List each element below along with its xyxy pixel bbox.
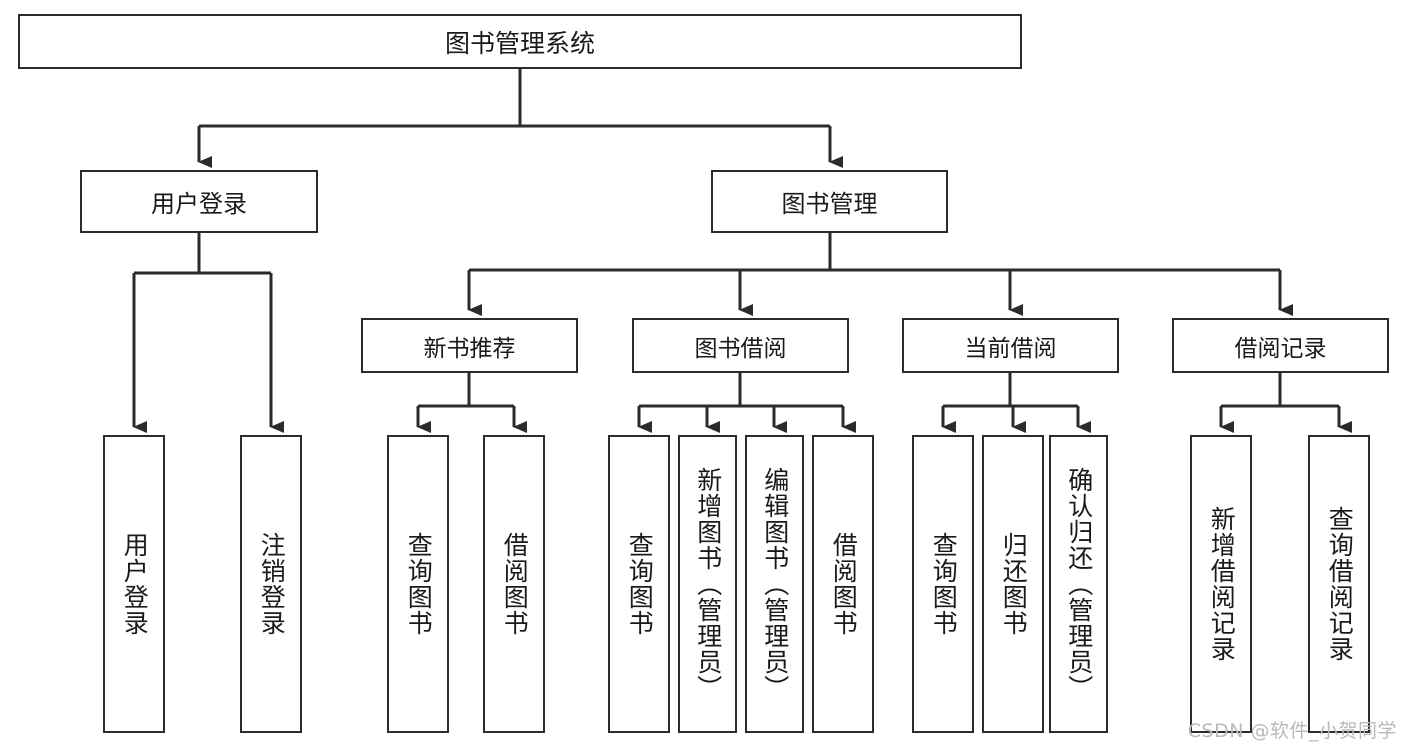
node-label: 图书管理 (781, 190, 878, 218)
node-label: 当前借阅 (964, 335, 1057, 362)
node-leaf-return-book[interactable]: 归还图书 (982, 435, 1044, 733)
node-leaf-logout[interactable]: 注销登录 (240, 435, 302, 733)
node-label: 新增借阅记录 (1207, 506, 1237, 662)
node-leaf-add-book-admin[interactable]: 新增图书（管理员） (678, 435, 737, 733)
node-label: 新增图书（管理员） (693, 467, 723, 701)
node-leaf-query-borrow-record[interactable]: 查询借阅记录 (1308, 435, 1370, 733)
node-label: 确认归还（管理员） (1064, 467, 1094, 701)
node-leaf-borrow-book[interactable]: 借阅图书 (812, 435, 874, 733)
node-label: 查询借阅记录 (1325, 506, 1355, 662)
csdn-watermark: CSDN @软件_小贺同学 (1187, 720, 1397, 742)
node-level2-user-login[interactable]: 用户登录 (80, 170, 318, 233)
node-label: 借阅图书 (500, 532, 530, 636)
node-label: 查询图书 (929, 532, 959, 636)
node-label: 用户登录 (120, 532, 150, 636)
node-label: 新书推荐 (423, 335, 516, 362)
node-leaf-confirm-return-admin[interactable]: 确认归还（管理员） (1049, 435, 1108, 733)
node-label: 借阅图书 (829, 532, 859, 636)
node-leaf-query-book-borrow[interactable]: 查询图书 (608, 435, 670, 733)
node-label: 注销登录 (257, 532, 287, 636)
node-level2-book-management[interactable]: 图书管理 (711, 170, 948, 233)
node-label: 借阅记录 (1234, 335, 1327, 362)
node-label: 归还图书 (999, 532, 1029, 636)
node-label: 图书管理系统 (444, 28, 595, 58)
node-level3-borrow-record[interactable]: 借阅记录 (1172, 318, 1389, 373)
node-level3-current-borrow[interactable]: 当前借阅 (902, 318, 1119, 373)
node-leaf-borrow-book-recommend[interactable]: 借阅图书 (483, 435, 545, 733)
node-label: 用户登录 (151, 190, 247, 218)
node-leaf-edit-book-admin[interactable]: 编辑图书（管理员） (745, 435, 804, 733)
node-label: 查询图书 (404, 532, 434, 636)
node-label: 编辑图书（管理员） (760, 467, 790, 701)
node-leaf-add-borrow-record[interactable]: 新增借阅记录 (1190, 435, 1252, 733)
node-label: 图书借阅 (694, 335, 787, 362)
node-level3-book-borrow[interactable]: 图书借阅 (632, 318, 849, 373)
node-level3-new-book-recommend[interactable]: 新书推荐 (361, 318, 578, 373)
node-root[interactable]: 图书管理系统 (18, 14, 1022, 69)
node-leaf-query-book-current[interactable]: 查询图书 (912, 435, 974, 733)
node-leaf-query-book-recommend[interactable]: 查询图书 (387, 435, 449, 733)
node-leaf-user-login[interactable]: 用户登录 (103, 435, 165, 733)
node-label: 查询图书 (625, 532, 655, 636)
